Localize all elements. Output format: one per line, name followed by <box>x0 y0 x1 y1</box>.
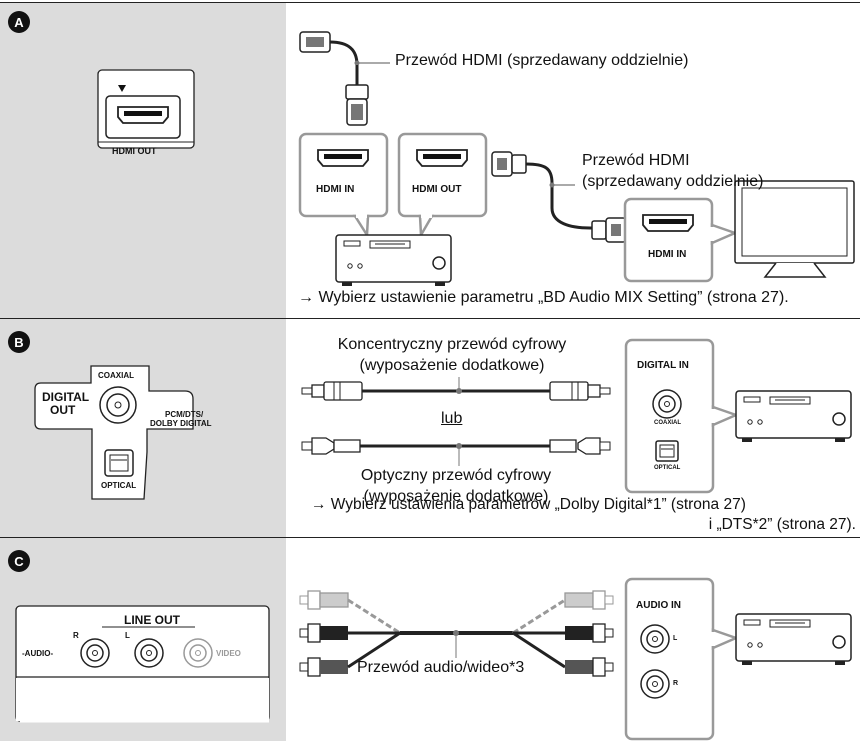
amp-hdmi-out-label: HDMI OUT <box>412 184 462 195</box>
line-out-label: LINE OUT <box>124 613 180 627</box>
digital-out-label-2: OUT <box>50 403 76 417</box>
hdmi-cable-2-label-2: (sprzedawany oddzielnie) <box>582 173 764 190</box>
coax-cable-label-1: Koncentryczny przewód cyfrowy <box>337 336 567 353</box>
in-r-label: R <box>673 680 679 687</box>
receiver-icon <box>735 390 852 439</box>
rca-plugs-left <box>299 590 349 677</box>
amp-hdmi-in-label: HDMI IN <box>316 184 355 195</box>
badge-b: B <box>8 331 30 353</box>
panel-b-note-2: i „DTS*2” (strona 27). <box>708 516 856 533</box>
or-label: lub <box>441 410 463 427</box>
r-label: R <box>73 631 79 640</box>
receiver-icon <box>335 234 452 283</box>
hdmi-cable-1-label: Przewód HDMI (sprzedawany oddzielnie) <box>395 52 689 69</box>
panel-a-graphics <box>97 31 855 286</box>
in-l-label: L <box>673 635 678 642</box>
badge-c: C <box>8 550 30 572</box>
hdmi-cable-2-label-1: Przewód HDMI <box>582 152 690 169</box>
panel-a-note: → Wybierz ustawienie parametru „BD Audio… <box>298 289 789 306</box>
panel-c: C <box>0 538 860 741</box>
panel-b: B <box>0 319 860 537</box>
in-coaxial-label: COAXIAL <box>654 420 681 426</box>
pcm-label-1: PCM/DTS/ <box>165 410 204 419</box>
digital-out-label-1: DIGITAL <box>42 390 90 404</box>
coaxial-label: COAXIAL <box>98 371 134 380</box>
coax-cable-label-2: (wyposażenie dodatkowe) <box>359 357 545 374</box>
panel-b-note-1: → Wybierz ustawienia parametrów „Dolby D… <box>311 496 746 513</box>
audio-label: -AUDIO- <box>22 649 54 658</box>
pcm-label-2: DOLBY DIGITAL <box>150 419 212 428</box>
rca-plugs-right <box>564 590 614 677</box>
in-optical-label: OPTICAL <box>654 465 681 471</box>
panel-a: A <box>0 3 860 318</box>
panel-b-graphics <box>34 338 852 500</box>
optical-label: OPTICAL <box>101 481 137 490</box>
player-hdmi-out-label: HDMI OUT <box>112 146 157 156</box>
rule-ab <box>0 318 860 319</box>
tv-hdmi-in-label: HDMI IN <box>648 249 687 260</box>
receiver-icon <box>735 613 852 662</box>
rule-bc <box>0 537 860 538</box>
opt-cable-label-1: Optyczny przewód cyfrowy <box>360 467 552 484</box>
top-rule <box>0 2 860 3</box>
panel-c-graphics <box>15 577 852 741</box>
opt-cable-label-2: (wyposażenie dodatkowe) <box>363 488 549 505</box>
badge-a: A <box>8 11 30 33</box>
av-cable-label: Przewód audio/wideo*3 <box>357 659 525 676</box>
digital-in-label: DIGITAL IN <box>637 360 689 371</box>
audio-in-label: AUDIO IN <box>636 600 681 611</box>
l-label: L <box>125 631 130 640</box>
arrow-down-icon <box>118 85 126 92</box>
video-label: VIDEO <box>216 649 241 658</box>
panel-a-gray <box>0 3 286 318</box>
